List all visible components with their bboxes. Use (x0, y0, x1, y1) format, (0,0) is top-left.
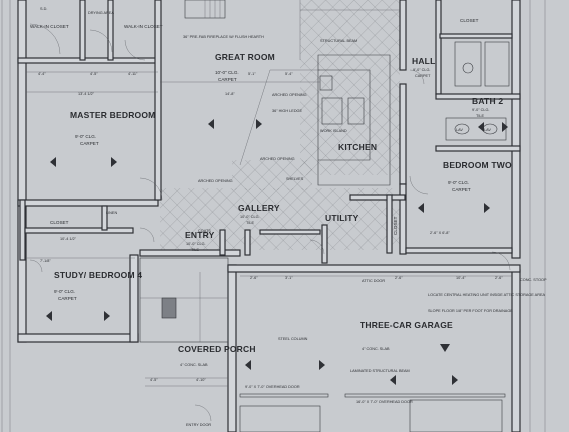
entry-label: ENTRY (185, 230, 215, 240)
heating-note: LOCATE CENTRAL HEATING UNIT INSIDE ATTIC… (428, 293, 545, 297)
smoke-detector-note: S.D. (40, 7, 47, 11)
bath2-label: BATH 2 (472, 96, 503, 106)
entry-finish: TILE (191, 248, 199, 252)
walk-in-closet-right-label: WALK-IN CLOSET (124, 24, 163, 29)
dim-8: 3'-1" (285, 276, 293, 280)
covered-porch-floor: 4" CONC. SLAB (180, 363, 208, 367)
hall-label: HALL (412, 56, 435, 66)
exterior-walls (17, 0, 521, 432)
dim-5: 7'-1/8" (40, 259, 51, 263)
laminated-beam-note: LAMINATED STRUCTURAL BEAM (350, 369, 410, 373)
dim-11: 2'-6" (395, 276, 403, 280)
garage-label: THREE-CAR GARAGE (360, 320, 453, 330)
bedroom-two-finish: CARPET (452, 187, 471, 192)
dim-9: 4'-10" (196, 378, 206, 382)
coats-note: COATS (198, 229, 211, 233)
porch-posts (139, 257, 229, 343)
hall-ceiling: 9'-0" CLG. (413, 68, 430, 72)
dim-10: 4'-5" (150, 378, 158, 382)
drying-area-label: DRYING AREA (88, 11, 114, 15)
gallery-ceiling: 10'-0" CLG. (240, 215, 260, 219)
dim-13: 2'-6" (495, 276, 503, 280)
entry-door-note: ENTRY DOOR (186, 423, 211, 427)
master-bedroom-label: MASTER BEDROOM (70, 110, 155, 120)
walk-in-closet-left-label: WALK-IN CLOSET (30, 24, 69, 29)
arched-opening-note-3: ARCHED OPENING (198, 179, 233, 183)
lav-label-1: LAV (456, 128, 463, 132)
bedroom-two-ceiling: 9'-0" CLG. (448, 180, 469, 185)
great-room-finish: CARPET (218, 77, 237, 82)
study-label: STUDY/ BEDROOM 4 (54, 270, 142, 280)
kitchen-counters (239, 0, 400, 186)
lav-label-2: LAV (484, 128, 491, 132)
study-finish: CARPET (58, 296, 77, 301)
bar-ledge-note: 36" HIGH LEDGE (272, 109, 303, 113)
annotations: 36" PRE-FAB FIREPLACE W/ FLUSH HEARTH AR… (40, 7, 547, 427)
overhead-door-note-2: 16'-0" X 7'-0" OVERHEAD DOOR (356, 400, 413, 404)
door-size-note: 2'-6" X 6'-8" (430, 231, 450, 235)
slope-note: SLOPE FLOOR 1/8" PER FOOT FOR DRAINAGE (428, 309, 513, 313)
dim-4: 13'-4 1/2" (78, 92, 95, 96)
bath2-ceiling: 9'-0" CLG. (472, 108, 489, 112)
dim-tags (46, 119, 508, 385)
fireplace (184, 0, 226, 19)
gallery-finish: TILE (246, 221, 254, 225)
bedroom-two-label: BEDROOM TWO (443, 160, 512, 170)
dim-1: 4'-4" (38, 72, 46, 76)
dim-6: 10'-4 1/2" (60, 237, 77, 241)
great-room-dim: 14'-8" (225, 92, 235, 96)
fireplace-note: 36" PRE-FAB FIREPLACE W/ FLUSH HEARTH (183, 35, 264, 39)
utility-label: UTILITY (325, 213, 359, 223)
dim-7: 2'-6" (250, 276, 258, 280)
hall-finish: CARPET (415, 74, 431, 78)
arched-opening-note-1: ARCHED OPENING (272, 93, 307, 97)
door-swings (29, 23, 511, 422)
work-island-note: WORK ISLAND (320, 129, 347, 133)
dim-3: 4'-11" (128, 72, 138, 76)
dimension-text: 4'-4" 4'-5" 4'-11" 13'-4 1/2" 7'-1/8" 10… (38, 72, 503, 382)
interior-walls (17, 0, 521, 264)
room-labels: WALK-IN CLOSET DRYING AREA WALK-IN CLOSE… (30, 11, 512, 367)
entry-ceiling: 10'-0" CLG. (186, 242, 206, 246)
garage-floor: 4" CONC. SLAB (362, 347, 390, 351)
garage-doors (239, 393, 506, 432)
steel-column-note: STEEL COLUMN (278, 337, 308, 341)
master-bedroom-ceiling: 9'-0" CLG. (75, 134, 96, 139)
great-room-label: GREAT ROOM (215, 52, 275, 62)
dim-12: 10'-4" (456, 276, 466, 280)
overhead-door-note-1: 9'-0" X 7'-0" OVERHEAD DOOR (245, 385, 300, 389)
linen-note: LINEN (106, 211, 117, 215)
dim-14: 5'-1" (248, 72, 256, 76)
bath-fixtures (445, 41, 510, 141)
dim-2: 4'-5" (90, 72, 98, 76)
shelves-note: SHELVES (286, 177, 304, 181)
structural-beam-note: STRUCTURAL BEAM (320, 39, 357, 43)
conc-stoop-note: CONC. STOOP (520, 278, 547, 282)
closet-mid-label: CLOSET (393, 216, 398, 235)
kitchen-label: KITCHEN (338, 142, 377, 152)
gallery-label: GALLERY (238, 203, 280, 213)
dimension-lines (1, 0, 546, 432)
dim-15: 5'-4" (285, 72, 293, 76)
covered-porch-label: COVERED PORCH (178, 344, 256, 354)
arched-opening-note-2: ARCHED OPENING (260, 157, 295, 161)
study-ceiling: 9'-0" CLG. (54, 289, 75, 294)
master-bedroom-finish: CARPET (80, 141, 99, 146)
closet-left-label: CLOSET (50, 220, 69, 225)
great-room-ceiling: 10'-0" CLG. (215, 70, 239, 75)
bath2-finish: TILE (476, 114, 484, 118)
attic-door-note: ATTIC DOOR (362, 279, 385, 283)
closet-top-right-label: CLOSET (460, 18, 479, 23)
